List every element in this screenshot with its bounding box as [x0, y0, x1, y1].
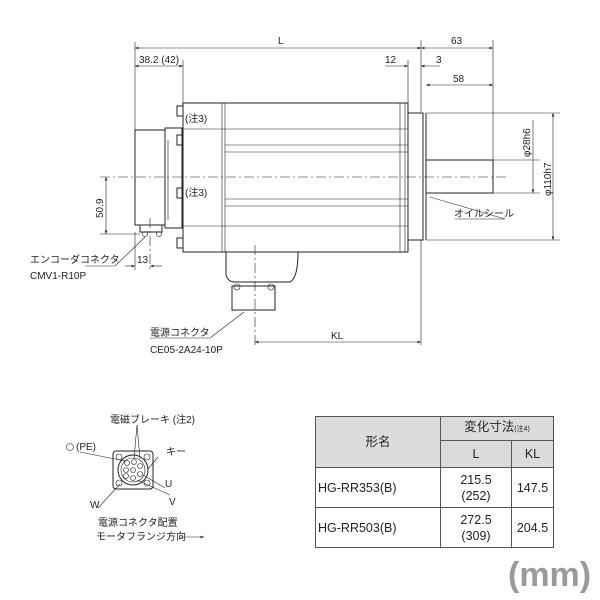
flange-and-shaft	[404, 103, 494, 252]
dim-3-label: 3	[436, 55, 442, 66]
KL-cell: 204.5	[511, 507, 554, 548]
dim-13-label: 13	[137, 255, 149, 266]
connector-caption-2: モータフランジ方向	[96, 530, 186, 543]
L-alt-value: (309)	[461, 528, 491, 543]
note3-label: (注3)	[185, 186, 207, 199]
header-variable-dims-label: 変化寸法	[464, 420, 515, 434]
L-cell: 215.5(252)	[440, 467, 512, 508]
KL-cell: 147.5	[511, 467, 554, 508]
dim-KL-label: KL	[331, 331, 344, 342]
header-L: L	[440, 440, 512, 468]
table-row: HG-RR503(B) 272.5(309) 204.5	[315, 507, 554, 548]
L-value: 272.5	[460, 512, 492, 527]
model-cell: HG-RR503(B)	[315, 507, 441, 548]
dim-58-label: 58	[453, 74, 465, 85]
key-label: キー	[166, 447, 186, 458]
dim-phi110-label: φ110h7	[543, 162, 554, 196]
model-cell: HG-RR353(B)	[315, 467, 441, 508]
spec-table: 形名 変化寸法(注4) L KL HG-RR353(B) 215.5(252) …	[315, 416, 554, 548]
L-cell: 272.5(309)	[440, 507, 512, 548]
encoder-connector-label: エンコーダコネクタ	[30, 253, 120, 266]
unit-label: (mm)	[508, 556, 592, 594]
encoder-connector-part: CMV1-R10P	[30, 271, 86, 282]
u-label: U	[165, 479, 172, 490]
oil-seal-label: オイルシール	[454, 208, 514, 220]
w-label: W	[90, 500, 100, 511]
encoder-cover	[134, 105, 184, 249]
dim-63-label: 63	[451, 36, 463, 47]
pe-label: (PE)	[76, 442, 96, 453]
brake-label: 電磁ブレーキ (注2)	[110, 413, 195, 426]
header-variable-dims: 変化寸法(注4)	[440, 416, 554, 441]
v-label: V	[169, 497, 176, 508]
power-connector-label: 電源コネクタ	[150, 326, 210, 339]
L-value: 215.5	[460, 472, 492, 487]
power-connector-part: CE05-2A24-10P	[150, 345, 223, 356]
dim-L-label: L	[278, 36, 284, 47]
header-model: 形名	[315, 416, 441, 468]
connector-face-view	[66, 424, 171, 509]
dim-12-label: 12	[385, 55, 397, 66]
header-note: (注4)	[514, 426, 530, 433]
power-connector-shape	[225, 251, 299, 311]
note3-label: (注3)	[185, 112, 207, 125]
L-alt-value: (252)	[461, 488, 491, 503]
dim-38-label: 38.2 (42)	[139, 55, 179, 66]
motor-body	[182, 102, 409, 253]
connector-caption-1: 電源コネクタ配置	[98, 516, 178, 529]
dim-phi28-label: φ28h6	[522, 128, 533, 157]
dim-509-label: 50.9	[95, 198, 106, 218]
table-row: HG-RR353(B) 215.5(252) 147.5	[315, 467, 554, 508]
dimension-lines	[85, 40, 560, 345]
header-KL: KL	[511, 440, 554, 468]
